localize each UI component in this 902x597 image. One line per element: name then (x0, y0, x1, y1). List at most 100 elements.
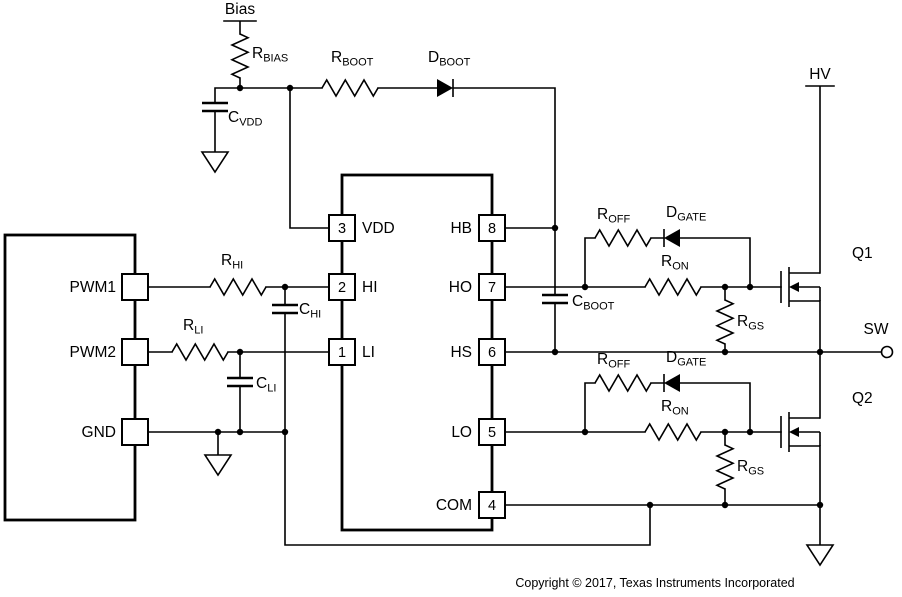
ic-pin-3-square (328, 214, 356, 242)
c-hi-capacitor (272, 303, 298, 315)
r-off-high-label-sub: OFF (608, 214, 630, 226)
r-off-low-label-base: R (597, 351, 608, 368)
q2-mosfet (780, 411, 821, 453)
c-li-label-base: C (256, 375, 267, 392)
c-vdd-capacitor (202, 101, 228, 113)
c-boot-capacitor (542, 293, 568, 305)
r-gs-high-label-base: R (737, 313, 748, 330)
junction-dot (551, 224, 559, 232)
junction-dot (746, 283, 754, 291)
controller-label-pwm2: PWM2 (70, 344, 117, 361)
hv-terminal-label: HV (809, 66, 831, 83)
r-on-low-label: RON (661, 398, 689, 418)
r-gs-low-label: RGS (737, 458, 764, 478)
junction-dot (581, 283, 589, 291)
bias-terminal-label: Bias (225, 1, 255, 18)
r-hi-label: RHI (221, 252, 243, 272)
hv-rail-net (805, 85, 835, 274)
junction-dot (721, 348, 729, 356)
r-gs-high-resistor (716, 299, 734, 345)
c-boot-label-base: C (572, 293, 583, 310)
ic-pin-hs-name: HS (450, 344, 472, 361)
junction-dot (286, 84, 294, 92)
lo-gate-net (504, 382, 782, 506)
ic-pin-7-square (478, 273, 506, 301)
ic-pin-5-number: 5 (488, 425, 496, 441)
d-gate-high-label-sub: GATE (677, 212, 706, 224)
r-gs-low-label-base: R (737, 458, 748, 475)
c-boot-label: CBOOT (572, 293, 615, 313)
ic-pin-7-number: 7 (488, 280, 496, 296)
r-gs-high-label-sub: GS (748, 321, 764, 333)
ic-pin-vdd-name: VDD (362, 220, 395, 237)
controller-pin-pwm1 (121, 273, 149, 301)
r-hi-label-sub: HI (232, 260, 243, 272)
d-boot-diode (436, 78, 454, 98)
copyright-notice: Copyright © 2017, Texas Instruments Inco… (515, 576, 794, 590)
junction-dot (236, 84, 244, 92)
c-hi-label: CHI (299, 301, 321, 321)
r-li-label-sub: LI (194, 325, 203, 337)
controller-pin-gnd (121, 418, 149, 446)
ic-pin-2-square (328, 273, 356, 301)
ic-pin-3-number: 3 (338, 221, 346, 237)
r-off-low-label: ROFF (597, 351, 630, 371)
r-hi-resistor (209, 278, 267, 296)
sw-terminal-label: SW (864, 321, 889, 338)
ic-pin-hb-name: HB (450, 220, 472, 237)
r-li-label: RLI (183, 317, 203, 337)
c-li-capacitor (227, 376, 253, 388)
ic-pin-ho-name: HO (449, 279, 472, 296)
ground-symbol-controller (204, 454, 232, 476)
junction-dot (646, 501, 654, 509)
r-on-high-label: RON (661, 253, 689, 273)
r-boot-label: RBOOT (331, 49, 374, 69)
r-li-label-base: R (183, 317, 194, 334)
controller-ground-net (147, 431, 651, 546)
r-on-low-label-base: R (661, 398, 672, 415)
r-bias-label: RBIAS (252, 45, 288, 65)
controller-box (3, 233, 137, 522)
ic-pin-4-square (478, 491, 506, 519)
r-on-high-label-base: R (661, 253, 672, 270)
ic-pin-6-square (478, 338, 506, 366)
junction-dot (236, 348, 244, 356)
r-off-high-label-base: R (597, 206, 608, 223)
d-gate-high-label-base: D (666, 204, 677, 221)
junction-dot (721, 428, 729, 436)
ground-symbol-cvdd (201, 151, 229, 173)
r-bias-label-base: R (252, 45, 263, 62)
ic-pin-lo-name: LO (451, 424, 472, 441)
r-boot-label-sub: BOOT (342, 57, 373, 69)
r-gs-high-label: RGS (737, 313, 764, 333)
r-off-low-resistor (594, 374, 652, 392)
q1-label: Q1 (852, 245, 873, 262)
c-hi-label-sub: HI (310, 309, 321, 321)
ic-pin-5-square (478, 418, 506, 446)
junction-dot (281, 428, 289, 436)
q1-mosfet (780, 266, 821, 308)
junction-dot (214, 428, 222, 436)
d-gate-low-diode (663, 373, 681, 393)
d-gate-low-label: DGATE (666, 349, 706, 369)
c-boot-label-sub: BOOT (583, 301, 614, 313)
d-boot-label: DBOOT (428, 49, 471, 69)
ic-pin-1-number: 1 (338, 345, 346, 361)
r-gs-low-label-sub: GS (748, 466, 764, 478)
junction-dot (816, 501, 824, 509)
c-li-label: CLI (256, 375, 276, 395)
r-on-high-label-sub: ON (672, 261, 689, 273)
li-input-net (147, 351, 330, 433)
r-off-high-label: ROFF (597, 206, 630, 226)
ic-pin-4-number: 4 (488, 498, 496, 514)
hi-input-net (147, 286, 330, 433)
ho-gate-net (504, 237, 782, 353)
c-li-label-sub: LI (267, 383, 276, 395)
r-off-high-resistor (594, 229, 652, 247)
r-on-low-label-sub: ON (672, 406, 689, 418)
controller-label-pwm1: PWM1 (70, 279, 117, 296)
r-on-high-resistor (644, 278, 702, 296)
d-boot-label-base: D (428, 49, 439, 66)
